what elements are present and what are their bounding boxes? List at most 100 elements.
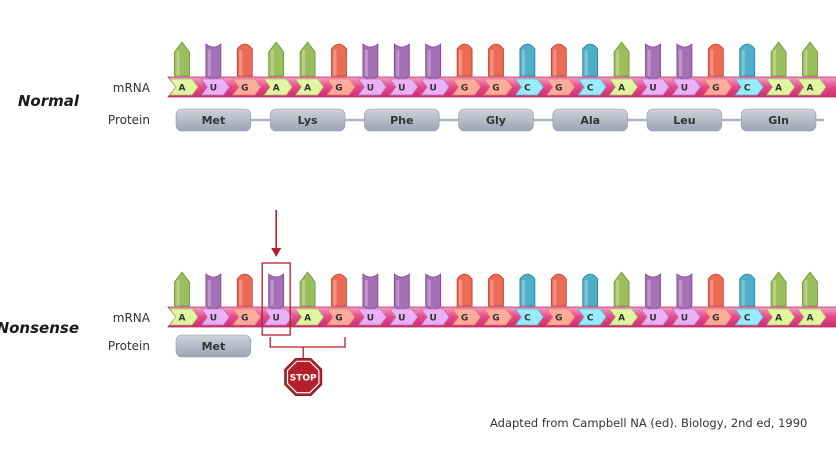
base-letter: U (210, 314, 217, 324)
base-letter: U (367, 314, 374, 324)
base-peg (613, 271, 630, 307)
base-letter: G (555, 84, 562, 94)
base-g-2: G (232, 273, 262, 326)
base-peg-highlight (678, 50, 682, 76)
base-peg (770, 271, 787, 307)
base-peg (488, 43, 504, 77)
base-peg-highlight (490, 50, 494, 76)
base-chevron (546, 308, 576, 326)
base-peg (707, 273, 724, 307)
row-title: Nonsense (0, 319, 79, 337)
base-chevron (294, 308, 325, 326)
base-chevron (577, 308, 607, 326)
base-a-0: A (169, 41, 199, 96)
base-chevron (703, 308, 733, 326)
base-peg (676, 43, 693, 80)
base-a-14: A (608, 41, 639, 96)
base-a-20: A (797, 41, 827, 96)
base-peg-highlight (710, 280, 714, 306)
base-chevron (734, 78, 764, 96)
base-a-0: A (169, 271, 199, 326)
base-letter: G (335, 84, 342, 94)
base-letter: G (241, 314, 248, 324)
base-peg-highlight (176, 50, 180, 76)
base-u-1: U (200, 43, 230, 96)
base-peg-highlight (647, 280, 651, 306)
base-letter: A (304, 314, 311, 324)
base-peg-highlight (647, 50, 651, 76)
base-letter: C (587, 314, 594, 324)
base-chevron (797, 308, 827, 326)
base-peg (425, 43, 442, 80)
base-peg (519, 43, 536, 77)
base-letter: G (712, 84, 719, 94)
base-letter: U (681, 314, 688, 324)
base-peg-highlight (804, 50, 808, 76)
base-letter: U (210, 84, 217, 94)
base-peg (582, 43, 599, 77)
base-g-17: G (703, 273, 733, 326)
base-letter: U (430, 84, 437, 94)
stop-codon-bracket (269, 337, 346, 348)
base-peg-highlight (773, 280, 777, 306)
base-peg (299, 271, 316, 307)
base-peg-highlight (616, 50, 620, 76)
base-u-8: U (420, 43, 450, 96)
base-peg (456, 43, 473, 77)
amino-acid-label: Ala (580, 114, 600, 127)
base-peg (174, 41, 190, 77)
base-letter: A (179, 84, 186, 94)
base-a-14: A (608, 271, 639, 326)
base-chevron (326, 78, 356, 96)
base-chevron (765, 78, 796, 96)
base-g-9: G (451, 43, 482, 96)
source-credit: Adapted from Campbell NA (ed). Biology, … (490, 416, 808, 430)
base-peg-highlight (239, 280, 243, 306)
base-letter: U (430, 314, 437, 324)
base-peg (802, 271, 818, 307)
base-peg-highlight (773, 50, 777, 76)
protein-label: Protein (108, 339, 150, 353)
base-peg-highlight (333, 50, 337, 76)
base-u-15: U (640, 273, 670, 326)
mrna-label: mRNA (113, 81, 151, 95)
base-chevron (263, 308, 293, 326)
base-peg (676, 273, 693, 310)
base-chevron (671, 308, 701, 326)
base-peg-highlight (741, 50, 745, 76)
base-peg (174, 271, 190, 307)
base-u-6: U (357, 43, 387, 96)
base-peg (645, 273, 661, 310)
base-c-13: C (577, 43, 607, 96)
base-chevron (169, 308, 199, 326)
base-peg (205, 43, 222, 80)
base-chevron (608, 308, 639, 326)
base-peg-highlight (459, 50, 463, 76)
base-peg-highlight (553, 50, 557, 76)
mutation-annotation: STOP (261, 210, 346, 396)
base-c-18: C (734, 43, 764, 96)
base-chevron (326, 308, 356, 326)
base-peg-highlight (427, 280, 431, 306)
base-c-13: C (577, 273, 607, 326)
base-peg (645, 43, 661, 80)
base-c-11: C (514, 273, 544, 326)
base-letter: U (649, 314, 656, 324)
base-letter: U (649, 84, 656, 94)
base-peg-highlight (459, 280, 463, 306)
base-chevron (451, 78, 482, 96)
base-peg-highlight (207, 280, 211, 306)
base-chevron (765, 308, 796, 326)
amino-acid-label: Met (202, 114, 226, 127)
base-chevron (357, 308, 387, 326)
row-title: Normal (18, 92, 80, 110)
base-g-2: G (232, 43, 262, 96)
base-peg (707, 43, 724, 77)
amino-acid-label: Gln (768, 114, 789, 127)
base-letter: C (587, 84, 594, 94)
base-peg-highlight (490, 280, 494, 306)
base-u-16: U (671, 273, 701, 326)
base-letter: U (398, 314, 405, 324)
base-peg-highlight (364, 280, 368, 306)
